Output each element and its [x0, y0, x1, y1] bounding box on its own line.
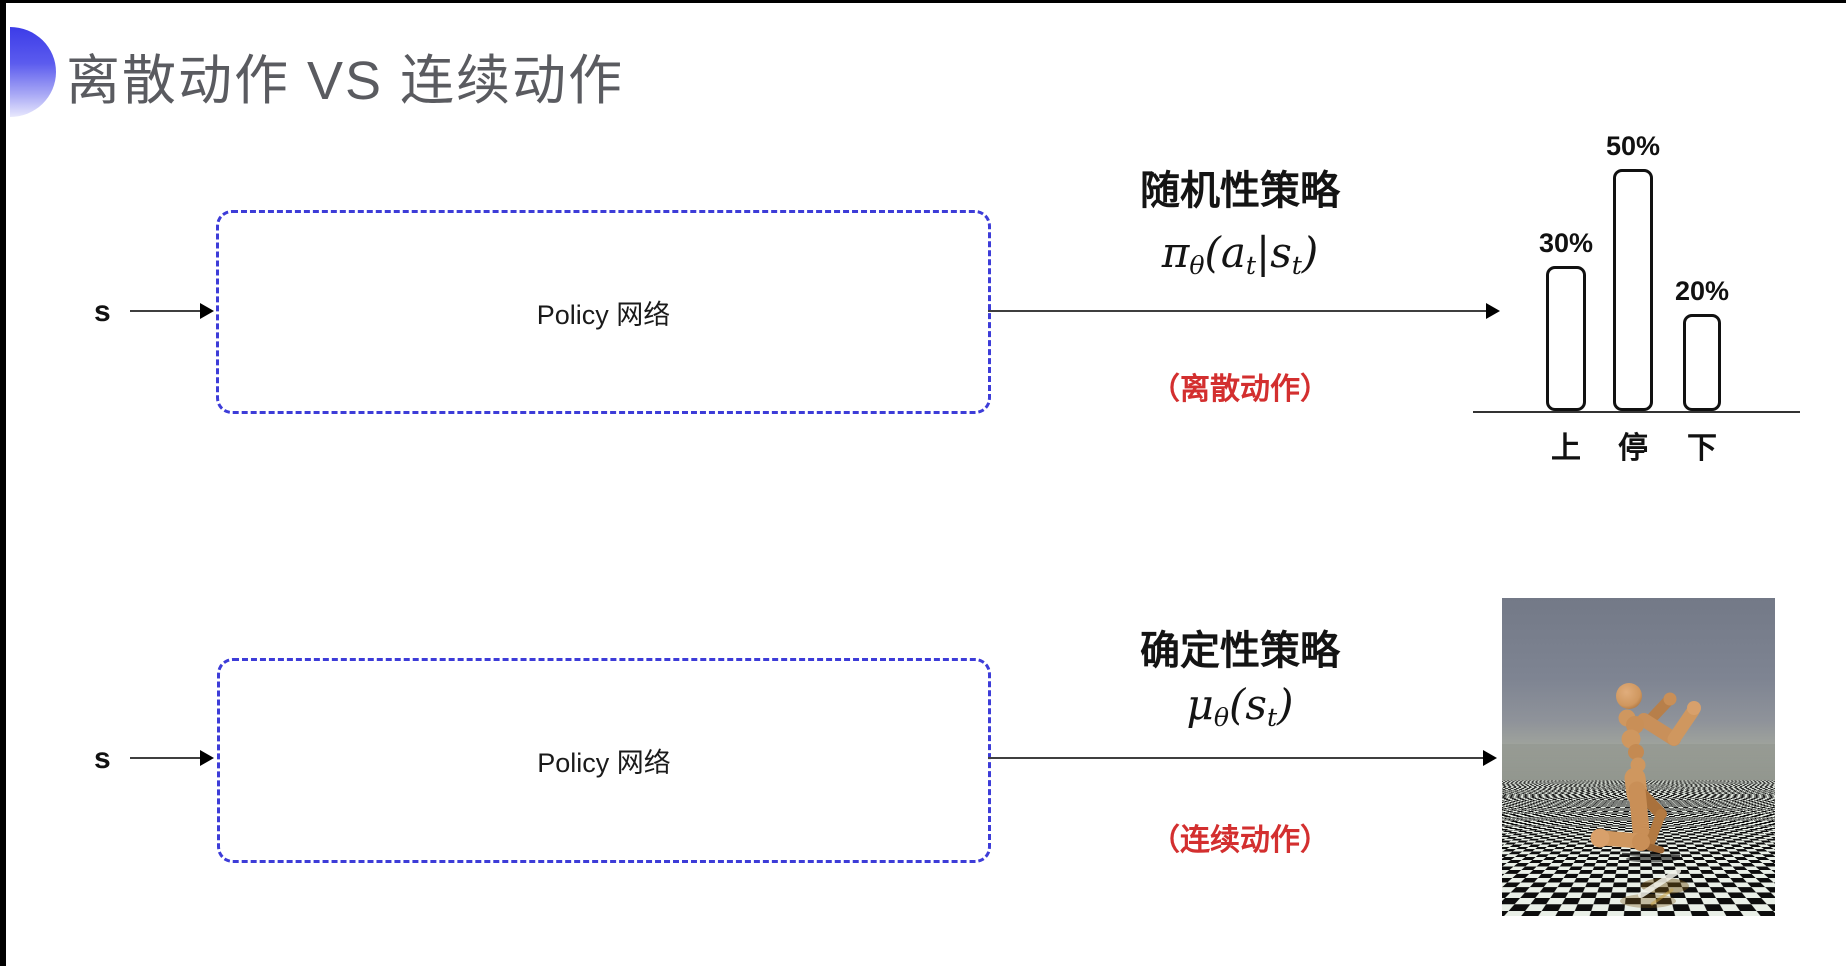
formula-part: s [1270, 228, 1292, 277]
formula-part: θ [1189, 251, 1205, 281]
bar-category-label: 下 [1687, 432, 1717, 465]
humanoid-simulation-image [1502, 598, 1775, 916]
continuous-action-note: （连续动作） [1150, 824, 1330, 857]
figure-head [1616, 683, 1642, 709]
arrowhead-icon [1486, 303, 1500, 319]
arrowhead-icon [200, 750, 214, 766]
pi-theta-formula: πθ(at|st) [1040, 228, 1440, 280]
bar-value-label: 30% [1538, 228, 1594, 258]
figure-shadow [1626, 855, 1678, 863]
formula-part: t [1266, 703, 1278, 733]
formula-part: s [1245, 680, 1267, 729]
formula-part: π [1161, 228, 1190, 277]
arrow-line [130, 310, 202, 312]
arrowhead-icon [1483, 750, 1497, 766]
formula-part: θ [1213, 703, 1229, 733]
state-input-label-top: s [94, 295, 111, 328]
bar-category-label: 上 [1551, 432, 1581, 465]
formula-part: a [1220, 228, 1246, 277]
chart-baseline [1473, 411, 1800, 413]
stochastic-policy-title: 随机性策略 [1140, 169, 1340, 213]
state-input-label-bottom: s [94, 742, 111, 775]
bar-category-label: 停 [1618, 432, 1648, 465]
formula-part: t [1291, 251, 1302, 281]
formula-part: | [1256, 228, 1271, 277]
policy-network-label: Policy 网络 [536, 299, 671, 330]
page-title: 离散动作 VS 连续动作 [66, 51, 625, 111]
formula-part: ) [1277, 680, 1294, 729]
probability-bar [1613, 169, 1653, 411]
arrowhead-icon [200, 303, 214, 319]
deterministic-policy-title: 确定性策略 [1140, 629, 1340, 673]
arrow-line [988, 757, 1485, 759]
probability-bar [1683, 314, 1721, 411]
formula-part: ( [1229, 680, 1246, 729]
formula-part: ( [1204, 228, 1221, 277]
formula-part: ) [1301, 228, 1319, 277]
discrete-action-note: （离散动作） [1150, 373, 1330, 406]
title-bullet-icon [10, 27, 56, 117]
arrow-line [130, 757, 202, 759]
bar-value-label: 20% [1674, 276, 1730, 306]
top-border-strip [0, 0, 1846, 3]
formula-part: μ [1186, 680, 1214, 729]
policy-network-label: Policy 网络 [537, 748, 671, 778]
humanoid-figure [1590, 683, 1701, 908]
probability-bar-chart: 30% 上 50% 停 20% 下 [1473, 118, 1803, 468]
policy-network-box-bottom: Policy 网络 [217, 658, 991, 863]
left-border-strip [0, 0, 6, 966]
mu-theta-formula: μθ(st) [1040, 680, 1440, 732]
policy-network-box-top: Policy 网络 [216, 210, 991, 414]
arrow-line [988, 310, 1488, 312]
bar-value-label: 50% [1605, 131, 1661, 161]
formula-part: t [1245, 251, 1257, 281]
probability-bar [1546, 266, 1586, 411]
